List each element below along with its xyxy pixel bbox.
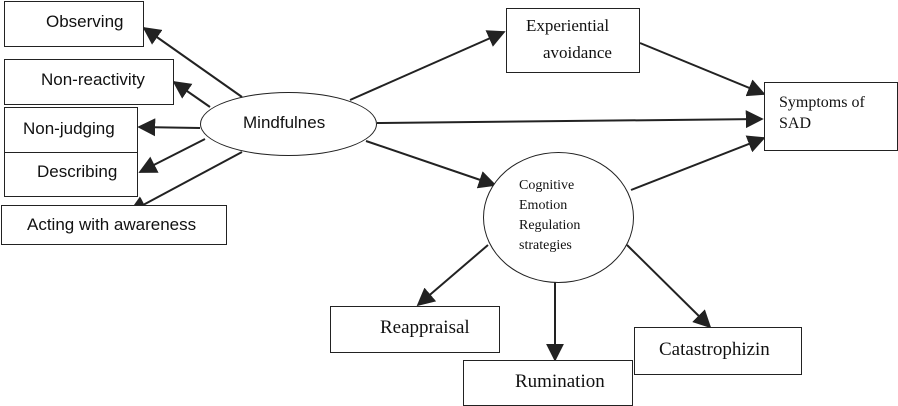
edge-mindfulness-sad — [376, 110, 764, 129]
facet-acting-box: Acting with awareness — [1, 205, 227, 245]
edge-mindfulness-describing — [138, 138, 206, 173]
rumination-label: Rumination — [515, 371, 605, 392]
facet-observing-label: Observing — [46, 12, 124, 31]
edge-mindfulness-observing — [142, 26, 243, 98]
edge-mindfulness-nonjudging — [137, 118, 201, 137]
facet-describing-box: Describing — [4, 152, 138, 197]
experiential-avoidance-line1: Experiential — [526, 16, 610, 35]
facet-describing-label: Describing — [37, 162, 118, 181]
edge-cers-catastrophizing — [626, 244, 712, 329]
symptoms-sad-line1: Symptoms of — [779, 94, 865, 111]
edge-cers-reappraisal — [416, 244, 489, 307]
cers-line2: Emotion — [519, 198, 568, 213]
edge-cers-sad — [630, 135, 766, 191]
edge-mindfulness-acting — [128, 151, 243, 213]
cers-line4: strategies — [519, 238, 572, 253]
edge-experiential-sad — [639, 42, 766, 97]
facet-nonjudging-label: Non-judging — [23, 119, 115, 138]
rumination-box: Rumination — [463, 360, 633, 406]
mindfulness-label: Mindfulnes — [243, 113, 326, 132]
catastrophizing-box: Catastrophizin — [634, 327, 802, 375]
reappraisal-label: Reappraisal — [380, 317, 470, 338]
facet-nonreactivity-box: Non-reactivity — [4, 59, 174, 105]
cers-node: Cognitive Emotion Regulation strategies — [483, 152, 634, 283]
edge-mindfulness-nonreactivity — [172, 80, 211, 108]
facet-nonreactivity-label: Non-reactivity — [41, 70, 145, 89]
facet-acting-label: Acting with awareness — [27, 215, 197, 234]
cers-line3: Regulation — [519, 218, 581, 233]
symptoms-sad-box: Symptoms of SAD — [764, 82, 898, 151]
experiential-avoidance-line2: avoidance — [543, 43, 612, 62]
edge-mindfulness-cers — [365, 140, 497, 189]
edge-mindfulness-experiential — [349, 30, 506, 101]
experiential-avoidance-box: Experiential avoidance — [506, 8, 640, 73]
facet-observing-box: Observing — [4, 1, 144, 47]
facet-nonjudging-box: Non-judging — [4, 107, 138, 154]
catastrophizing-label: Catastrophizin — [659, 339, 770, 360]
mindfulness-node: Mindfulnes — [200, 92, 377, 156]
cers-line1: Cognitive — [519, 178, 575, 193]
symptoms-sad-line2: SAD — [779, 115, 812, 132]
reappraisal-box: Reappraisal — [330, 306, 500, 353]
